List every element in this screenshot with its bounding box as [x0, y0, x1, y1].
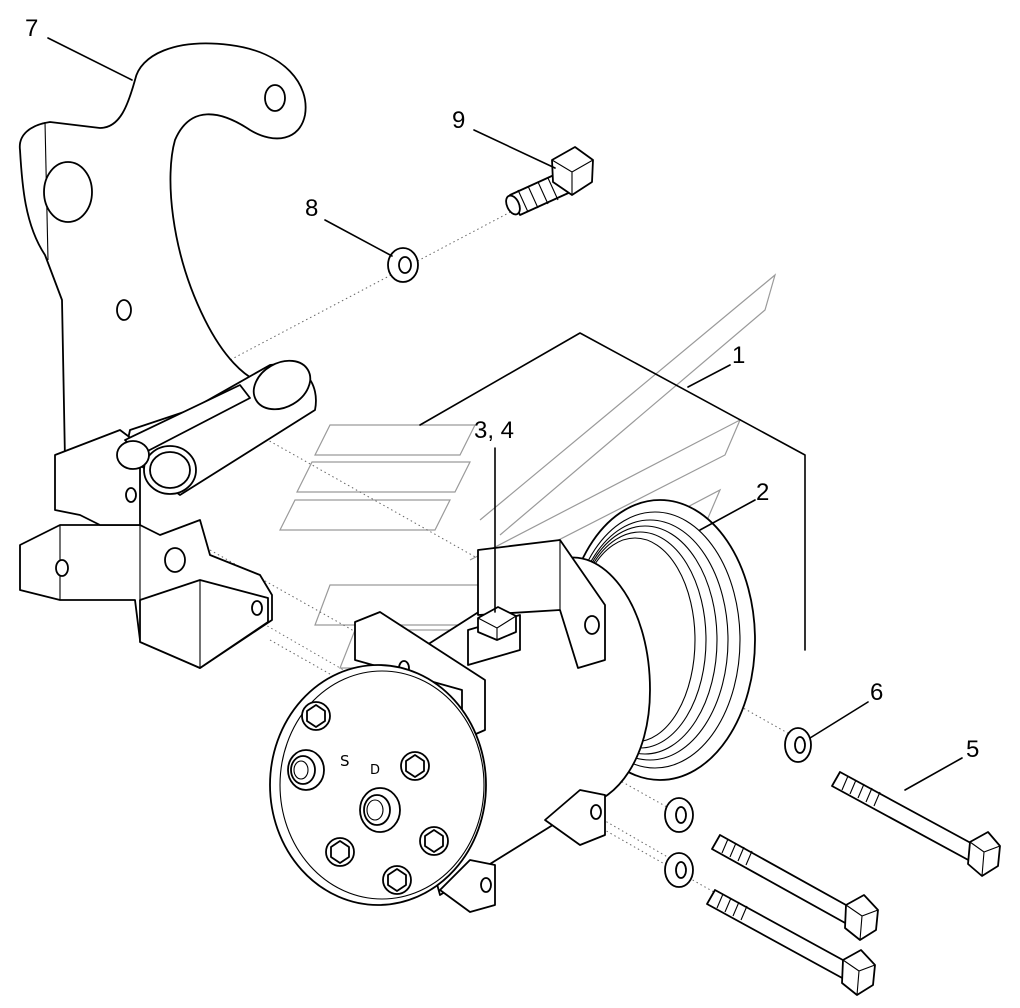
long-bolt-a [711, 834, 879, 941]
head-bolts [301, 701, 449, 895]
long-bolt-b [706, 889, 876, 996]
upper-bolt [505, 146, 594, 216]
discharge-port-mark: D [370, 763, 380, 778]
callout-6: 6 [870, 679, 883, 706]
callout-5: 5 [966, 736, 979, 763]
callout-3-4: 3, 4 [474, 417, 514, 444]
ac-compressor: S D [269, 499, 756, 913]
callout-1: 1 [732, 342, 745, 369]
callout-7: 7 [25, 15, 38, 42]
suction-port-mark: S [340, 752, 350, 770]
lower-washer-a [664, 797, 694, 833]
upper-washer [387, 247, 419, 283]
lower-washer-b [664, 852, 694, 888]
callout-9: 9 [452, 107, 465, 134]
service-ports [287, 749, 401, 833]
mounting-bracket [18, 42, 317, 669]
washer-6 [784, 727, 812, 763]
callout-labels: 7 9 8 1 3, 4 2 6 5 [25, 15, 979, 763]
leader-lines [47, 37, 963, 791]
callout-8: 8 [305, 195, 318, 222]
long-bolt-5 [831, 771, 1001, 877]
callout-2: 2 [756, 479, 769, 506]
